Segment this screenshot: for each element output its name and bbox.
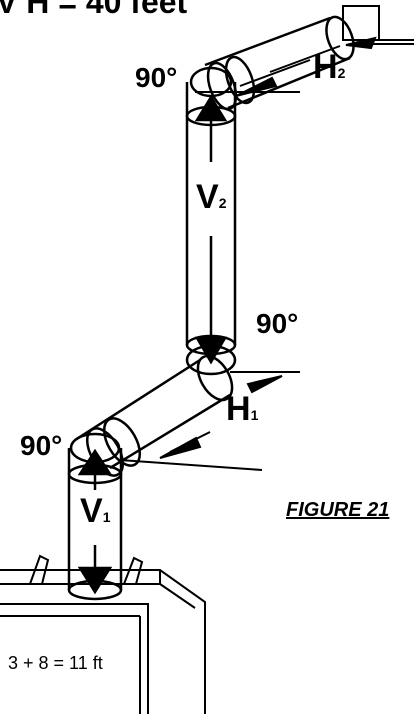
v1-label: V1 — [80, 494, 110, 528]
v2-dimension — [194, 94, 228, 365]
v1-subscript: 1 — [102, 509, 111, 525]
h2-letter: H — [313, 48, 338, 86]
formula-text: 3 + 8 = 11 ft — [8, 653, 103, 673]
h2-dimension — [195, 36, 377, 97]
pipe-h2 — [204, 15, 355, 111]
v1-dimension — [77, 448, 113, 595]
appliance-box — [0, 554, 206, 714]
angle-mid-label: 90° — [256, 308, 299, 339]
h1-subscript: 1 — [250, 407, 259, 423]
pipe-h1 — [74, 354, 234, 477]
v1-letter: V — [80, 492, 103, 530]
h2-subscript: 2 — [337, 65, 346, 81]
elbow-middle — [185, 344, 237, 376]
h1-dimension — [119, 371, 300, 471]
header-partial-text: V H = 40 feet — [0, 0, 188, 20]
angle-top-label: 90° — [135, 62, 178, 93]
figure-caption: FIGURE 21 — [286, 499, 390, 521]
h1-label: H1 — [226, 392, 258, 426]
v2-letter: V — [196, 178, 219, 216]
h2-label: H2 — [313, 50, 345, 84]
v2-subscript: 2 — [218, 195, 227, 211]
v2-label: V2 — [196, 180, 226, 214]
h1-letter: H — [226, 390, 251, 428]
angle-bottom-label: 90° — [20, 430, 63, 461]
